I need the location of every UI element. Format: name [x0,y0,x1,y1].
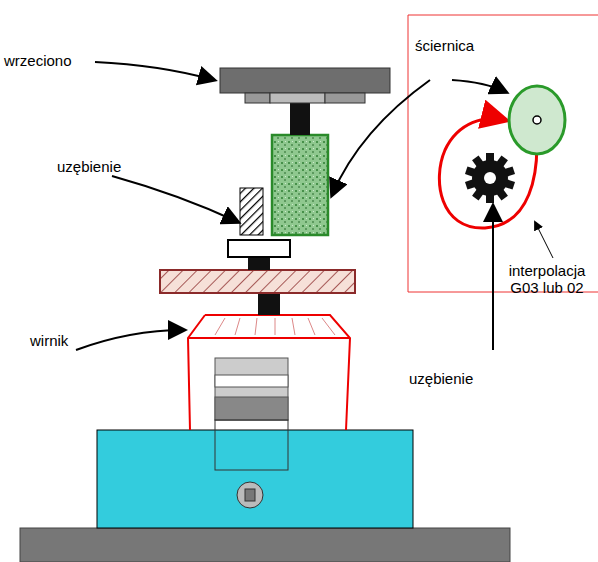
part-label: uzębienie [57,158,121,175]
part-label: wrzeciono [4,52,72,69]
part-label: wirnik [30,332,68,349]
part-label: uzębienie [409,370,473,387]
part-label: ściernica [415,37,474,54]
note-label: interpolacja G03 lub 02 [500,262,594,297]
